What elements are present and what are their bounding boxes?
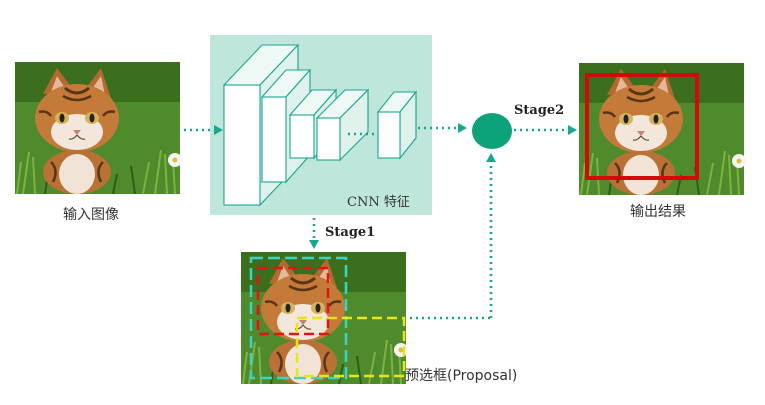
merge-node (472, 113, 512, 149)
stage2-label: Stage2 (514, 103, 565, 118)
proposal-label: 预选框(Proposal) (405, 368, 518, 384)
proposal-box-red (256, 266, 330, 336)
arrow-cnn-to-node (418, 123, 467, 133)
arrowhead-up-to-node (486, 153, 496, 162)
output-image (577, 61, 748, 197)
arrow-cnn-to-proposal (309, 218, 319, 249)
proposal-boxes (249, 256, 406, 380)
output-detection-box (585, 73, 699, 180)
arrow-node-to-output (514, 125, 577, 135)
cnn-block-5 (376, 90, 418, 160)
arrow-input-to-cnn (184, 125, 223, 135)
cnn-block-4 (315, 88, 370, 162)
cnn-feature-label: CNN 特征 (347, 195, 410, 210)
cnn-layer-blocks (222, 43, 418, 207)
input-image (13, 60, 184, 196)
proposal-image (239, 250, 410, 386)
arrow-proposal-to-node (410, 162, 493, 320)
stage1-label: Stage1 (325, 225, 376, 240)
output-image-label: 输出结果 (630, 204, 686, 220)
proposal-box-yellow (295, 316, 406, 378)
input-image-label: 输入图像 (63, 207, 119, 223)
